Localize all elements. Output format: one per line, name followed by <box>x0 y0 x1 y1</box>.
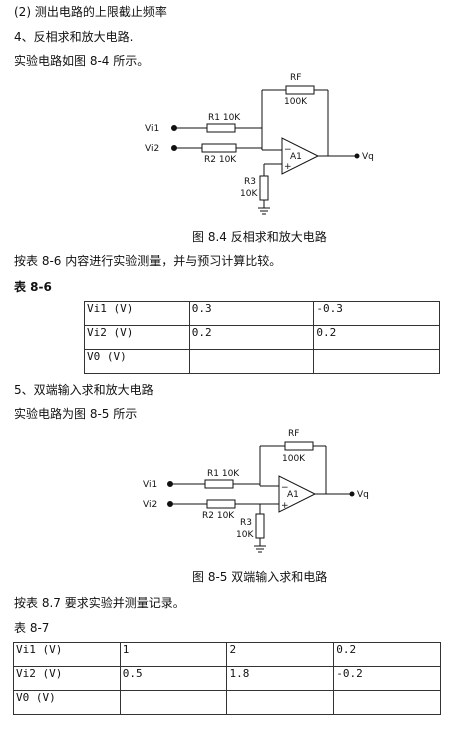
table-row: Vi2 (V) 0.2 0.2 <box>84 325 440 350</box>
label-rf-value: 100K <box>282 454 306 464</box>
data-table-8-6: Vi1 (V) 0.3 -0.3 Vi2 (V) 0.2 0.2 V0 (V) <box>84 301 440 374</box>
table-cell: -0.2 <box>333 666 441 691</box>
table-cell <box>333 690 441 715</box>
label-vi1: Vi1 <box>145 124 159 134</box>
section-heading-5: 5、双端输入求和放大电路 <box>14 383 154 397</box>
label-rf-value: 100K <box>284 97 308 107</box>
label-r3: R3 <box>240 518 252 528</box>
table-cell: 0.2 <box>333 642 441 667</box>
figure-caption-8-5: 图 8-5 双端输入求和电路 <box>192 570 328 584</box>
label-vi2: Vi2 <box>143 500 157 510</box>
label-r2: R2 10K <box>204 155 237 165</box>
label-r3-value: 10K <box>240 189 258 199</box>
table-cell: 0.2 <box>188 325 315 350</box>
label-r1: R1 10K <box>208 113 241 123</box>
table-row: Vi1 (V) 1 2 0.2 <box>13 642 441 667</box>
table-cell: -0.3 <box>313 301 440 326</box>
label-r2: R2 10K <box>202 511 235 521</box>
table-row: V0 (V) <box>84 349 440 374</box>
table-cell <box>119 690 228 715</box>
table-instruction-1: 按表 8-6 内容进行实验测量，并与预习计算比较。 <box>14 254 282 268</box>
table-cell <box>226 690 335 715</box>
table-cell: 1.8 <box>226 666 335 691</box>
row-header: Vi1 (V) <box>84 301 190 326</box>
circuit-diagram-fig-8-5: RF 100K Vi1 Vi2 R1 10K R2 10K R3 10K A1 … <box>143 429 369 553</box>
label-amp: A1 <box>290 152 302 162</box>
circuit-intro-1: 实验电路如图 8-4 所示。 <box>14 54 150 68</box>
label-output: Vq <box>357 490 369 500</box>
label-minus: − <box>281 483 289 493</box>
label-plus: + <box>281 501 289 511</box>
row-header: Vi2 (V) <box>84 325 190 350</box>
label-r1: R1 10K <box>207 469 240 479</box>
table-row: V0 (V) <box>13 690 441 715</box>
label-r3: R3 <box>244 177 256 187</box>
label-vi2: Vi2 <box>145 144 159 154</box>
table-title-8-6: 表 8-6 <box>14 280 52 294</box>
label-rf: RF <box>290 73 301 83</box>
label-rf: RF <box>288 429 299 439</box>
table-cell: 0.3 <box>188 301 315 326</box>
circuit-diagram-fig-8-4: RF 100K Vi1 Vi2 R1 10K R2 10K R3 10K A1 … <box>145 73 374 215</box>
figure-caption-8-4: 图 8.4 反相求和放大电路 <box>192 230 327 244</box>
row-header: V0 (V) <box>84 349 190 374</box>
table-instruction-2: 按表 8.7 要求实验并测量记录。 <box>14 596 185 610</box>
section-heading-4: 4、反相求和放大电路. <box>14 30 134 44</box>
label-r3-value: 10K <box>236 530 254 540</box>
table-cell <box>188 349 315 374</box>
label-plus: + <box>284 162 292 172</box>
label-amp: A1 <box>287 490 299 500</box>
row-header: V0 (V) <box>13 690 121 715</box>
table-row: Vi2 (V) 0.5 1.8 -0.2 <box>13 666 441 691</box>
table-cell: 0.2 <box>313 325 440 350</box>
circuit-intro-2: 实验电路为图 8-5 所示 <box>14 407 138 421</box>
label-minus: − <box>284 145 292 155</box>
table-cell: 1 <box>119 642 228 667</box>
data-table-8-7: Vi1 (V) 1 2 0.2 Vi2 (V) 0.5 1.8 -0.2 V0 … <box>13 642 441 715</box>
table-cell: 0.5 <box>119 666 228 691</box>
row-header: Vi2 (V) <box>13 666 121 691</box>
table-title-8-7: 表 8-7 <box>14 621 50 635</box>
table-cell <box>313 349 440 374</box>
table-row: Vi1 (V) 0.3 -0.3 <box>84 301 440 326</box>
section-subtitle: (2) 测出电路的上限截止频率 <box>14 5 167 19</box>
label-output: Vq <box>362 152 374 162</box>
label-vi1: Vi1 <box>143 480 157 490</box>
row-header: Vi1 (V) <box>13 642 121 667</box>
table-cell: 2 <box>226 642 335 667</box>
